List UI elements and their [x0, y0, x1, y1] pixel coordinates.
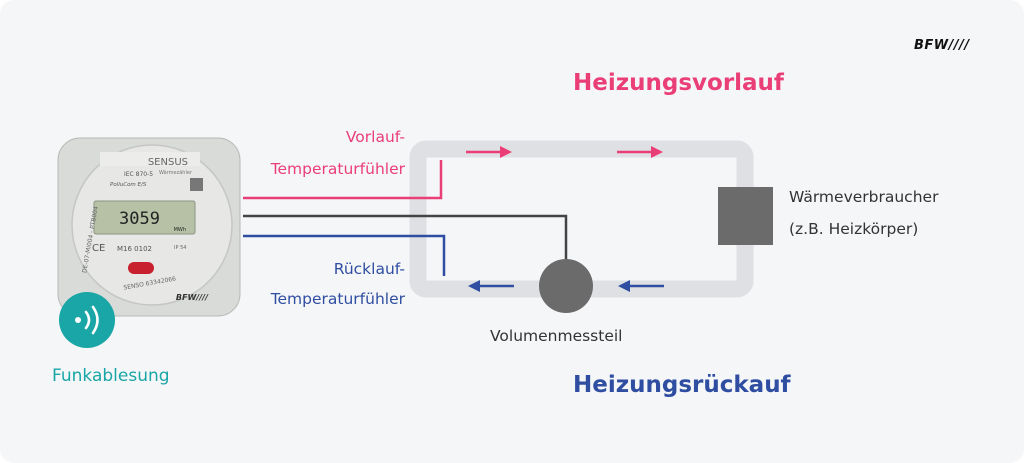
- supply-flow-arrow-1: [466, 146, 512, 158]
- meter-logo: BFW////: [176, 293, 209, 302]
- meter-subbrand-text: Wärmezähler: [159, 170, 193, 176]
- meter-protection-text: IP 54: [174, 245, 186, 251]
- volume-meter-label: Volumenmessteil: [490, 327, 623, 345]
- meter-lcd-screen: [93, 200, 196, 235]
- heat-consumer-box: [718, 187, 773, 245]
- supply-sensor-label-line1: Vorlauf-: [345, 128, 405, 146]
- heat-consumer-label-line2: (z.B. Heizkörper): [789, 220, 919, 238]
- meter-display-value: 3059: [119, 209, 160, 229]
- volume-meter-symbol: [539, 259, 593, 313]
- return-flow-arrow-1: [468, 280, 514, 292]
- meter-size-code: M16 0102: [117, 245, 152, 253]
- return-sensor-label-line1: Rücklauf-: [333, 260, 405, 278]
- return-flow-arrow-2: [618, 280, 664, 292]
- supply-sensor-label-line2: Temperaturfühler: [270, 160, 405, 178]
- supply-sensor-wire: [243, 160, 443, 200]
- meter-standard-text: IEC 870-5: [124, 171, 153, 178]
- radio-signal-icon: [59, 292, 115, 348]
- meter-model-text: PolluCom E/S: [110, 182, 147, 188]
- meter-qr-code: [190, 178, 203, 191]
- heat-meter-device: SENSUS Wärmezähler IEC 870-5 PolluCom E/…: [57, 137, 241, 317]
- supply-flow-arrow-2: [617, 146, 663, 158]
- meter-red-button: [128, 262, 154, 274]
- radio-reading-label: Funkablesung: [52, 366, 170, 386]
- brand-logo: BFW////: [914, 38, 970, 53]
- return-title: Heizungsrückauf: [573, 372, 791, 398]
- ce-mark: CE: [92, 243, 105, 254]
- volume-meter-wire: [243, 214, 568, 262]
- heat-consumer-label-line1: Wärmeverbraucher: [789, 188, 939, 206]
- return-sensor-wire: [243, 234, 446, 276]
- meter-brand-text: SENSUS: [148, 157, 188, 168]
- meter-display-unit: MWh: [174, 227, 186, 233]
- return-sensor-label-line2: Temperaturfühler: [270, 290, 405, 308]
- supply-title: Heizungsvorlauf: [573, 70, 784, 96]
